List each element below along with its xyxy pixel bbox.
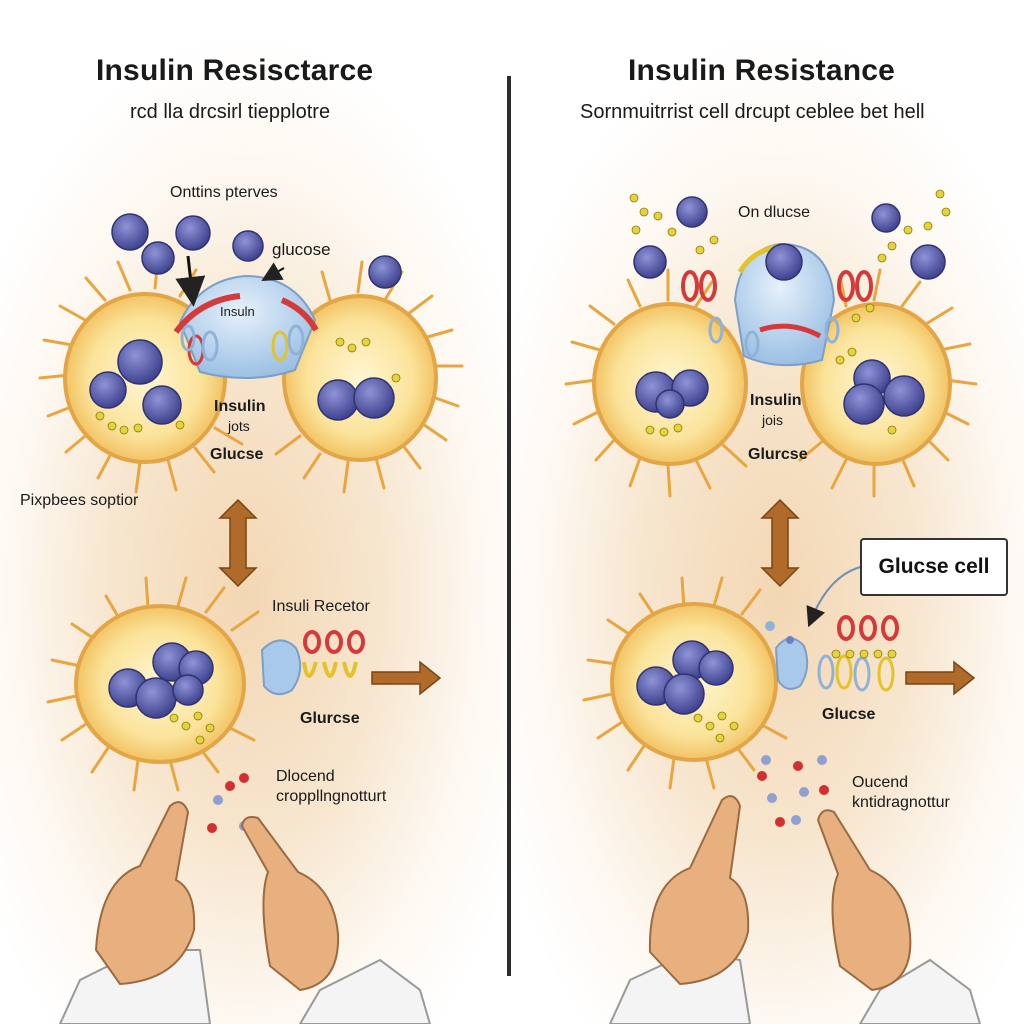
left-glucose-bottom-label: Glurcse [300,710,360,727]
glucose-molecule [117,339,163,385]
glucose-molecule [353,377,395,419]
right-glucose-mid-label: Glurcse [748,446,808,463]
left-title: Insulin Resisctarce [96,54,374,87]
right-right-arrow [905,660,976,696]
left-insulin-molecule [173,274,319,379]
left-top-label: Onttins pterves [170,184,278,201]
left-subtitle: rcd lla drcsirl tiepplotre [130,101,331,123]
left-insulin-jots-label-2: jots [228,418,250,434]
glucose-cell-callout: Glucse cell [860,538,1008,596]
left-receptor-label: Insuli Recetor [272,598,370,615]
right-double-arrow [760,498,800,588]
right-hand-2 [816,809,982,1024]
left-glucose-top-label: glucose [272,240,331,259]
left-double-arrow [218,498,258,588]
left-bottom-label-2: croppllngnotturt [276,788,387,805]
glucose-molecule [89,371,127,409]
left-right-arrow [371,660,442,696]
left-hand-1 [58,801,212,1024]
callout-pointer [806,565,865,628]
right-title: Insulin Resistance [628,54,896,87]
right-top-label: On dlucse [738,204,811,221]
left-hand-2 [240,816,432,1024]
right-insulin-jots-label-2: jois [762,412,784,428]
panel-divider [507,76,511,976]
glucose-molecule [317,379,359,421]
glucose-molecule [142,385,182,425]
left-cell-2 [274,260,464,494]
right-insulin-jots-label-1: Insulin [750,392,802,409]
left-glucose-mid-label: Glucse [210,446,264,463]
right-hand-1 [608,795,752,1024]
right-subtitle: Sornmuitrrist cell drcupt ceblee bet hel… [580,101,925,123]
left-insulin-jots-label-1: Insulin [214,398,266,415]
left-panel-background [0,0,512,1024]
right-bottom-label-1: Oucend [852,774,909,791]
left-insulin-receptor [260,630,365,696]
left-insulin-molecule-label: Insuln [220,304,255,319]
left-bottom-label-1: Dlocend [276,768,335,785]
right-glucose-bottom-label: Glucse [822,706,876,723]
right-insulin-receptor [765,615,899,692]
left-side-label: Pixpbees soptior [20,492,139,509]
right-insulin-molecule [681,242,873,367]
right-bottom-label-2: kntidragnottur [852,794,950,811]
